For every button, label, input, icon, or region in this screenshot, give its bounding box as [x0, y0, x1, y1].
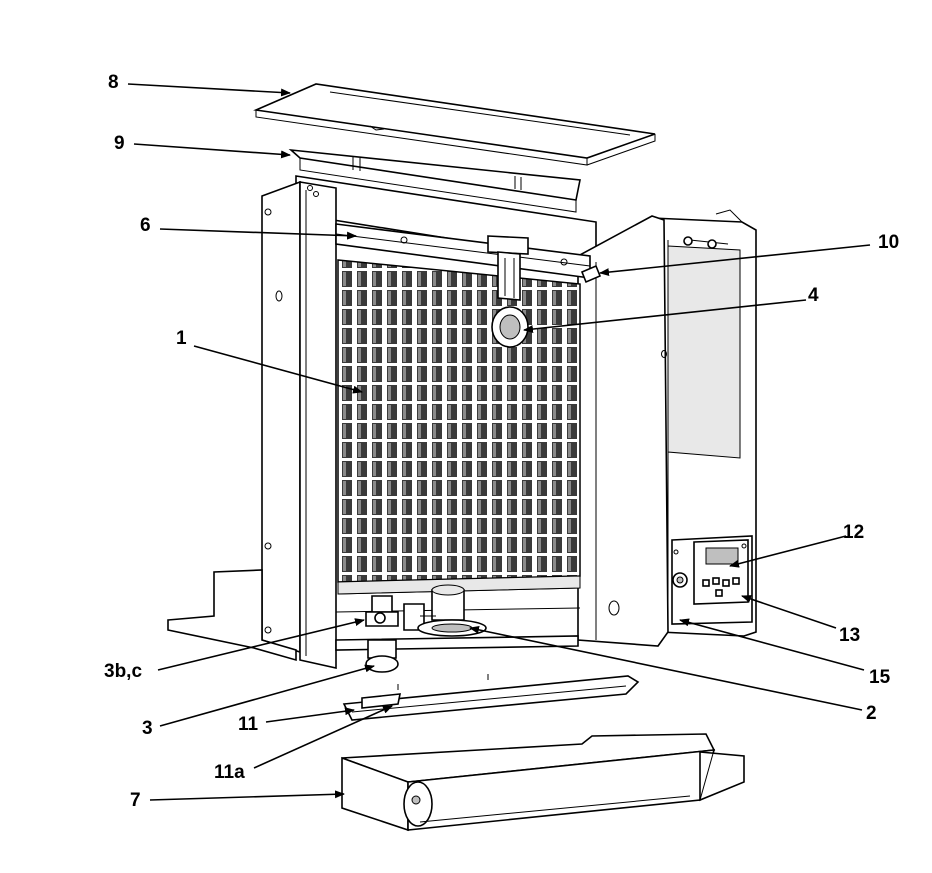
pump-assembly-part-2-3: [365, 584, 487, 673]
water-trough-part-11: [342, 674, 640, 721]
callout-13: 13: [839, 625, 860, 646]
callout-11: 11: [238, 714, 259, 735]
callout-15: 15: [869, 667, 891, 688]
top-cover-part-8: [253, 83, 656, 166]
callout-12: 12: [843, 522, 864, 543]
callout-7: 7: [130, 790, 141, 811]
callout-4: 4: [808, 285, 819, 306]
callout-labels: 8 9 6 10 4 1 12 13 15 3b,c 3 11 11a 7 2: [104, 72, 899, 811]
callout-11a: 11a: [214, 762, 245, 783]
callout-8: 8: [108, 72, 119, 93]
callout-9: 9: [114, 133, 125, 154]
front-cover-part-7: [341, 733, 745, 832]
callout-2: 2: [866, 703, 877, 724]
callout-3: 3: [142, 718, 153, 739]
leader-lines: [127, 83, 871, 801]
callout-10: 10: [878, 232, 899, 253]
machine-frame: [167, 175, 757, 669]
callout-1: 1: [176, 328, 187, 349]
top-panel-part-9: [288, 148, 581, 213]
callout-6: 6: [140, 215, 151, 236]
callout-3bc: 3b,c: [104, 661, 142, 682]
